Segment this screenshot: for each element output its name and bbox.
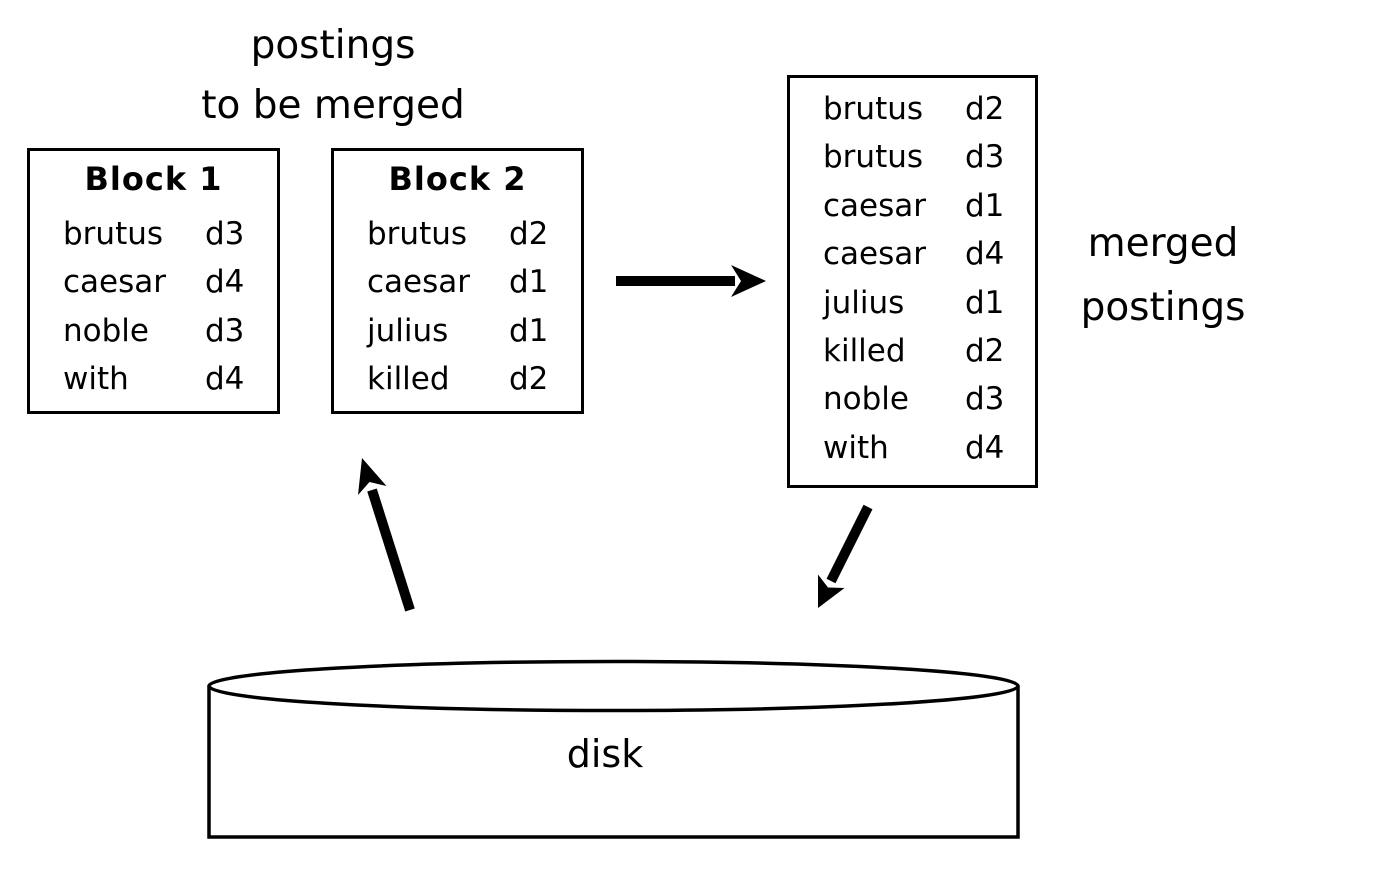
doc-id-label: d4 bbox=[965, 236, 1005, 273]
posting-row: killed d2 bbox=[334, 355, 581, 403]
doc-id-label: d3 bbox=[965, 139, 1005, 176]
posting-row: with d4 bbox=[790, 424, 1035, 472]
block-1-box: Block 1 brutus d3 caesar d4 noble d3 wit… bbox=[27, 148, 280, 414]
doc-id-label: d4 bbox=[205, 264, 245, 301]
term-label: julius bbox=[367, 312, 449, 349]
doc-id-label: d2 bbox=[965, 332, 1005, 369]
doc-id-label: d2 bbox=[509, 361, 549, 398]
merge-arrow-icon bbox=[616, 265, 766, 297]
term-label: caesar bbox=[367, 264, 471, 301]
doc-id-label: d4 bbox=[965, 429, 1005, 466]
posting-row: julius d1 bbox=[334, 307, 581, 355]
term-label: brutus bbox=[367, 216, 468, 252]
posting-row: caesar d4 bbox=[30, 258, 277, 306]
term-label: brutus bbox=[823, 91, 924, 127]
merged-label-line2: postings bbox=[1080, 285, 1246, 330]
posting-row: brutus d2 bbox=[334, 210, 581, 258]
block-2-rows: brutus d2 caesar d1 julius d1 killed d2 bbox=[334, 210, 581, 404]
term-label: killed bbox=[367, 361, 450, 398]
merged-postings-box: brutus d2 brutus d3 caesar d1 caesar d4 … bbox=[787, 75, 1038, 488]
merged-label-line1: merged bbox=[1087, 221, 1239, 266]
disk-cylinder-icon bbox=[207, 659, 1020, 839]
doc-id-label: d3 bbox=[205, 312, 245, 349]
term-label: with bbox=[63, 361, 129, 398]
posting-row: noble d3 bbox=[30, 307, 277, 355]
doc-id-label: d1 bbox=[509, 312, 549, 349]
doc-id-label: d1 bbox=[509, 264, 549, 301]
term-label: noble bbox=[63, 312, 149, 349]
term-label: caesar bbox=[823, 187, 927, 224]
posting-row: caesar d1 bbox=[334, 258, 581, 306]
merged-rows: brutus d2 brutus d3 caesar d1 caesar d4 … bbox=[790, 85, 1035, 472]
posting-row: julius d1 bbox=[790, 279, 1035, 327]
term-label: brutus bbox=[823, 139, 924, 176]
posting-row: with d4 bbox=[30, 355, 277, 403]
posting-row: noble d3 bbox=[790, 375, 1035, 423]
term-label: noble bbox=[823, 381, 909, 418]
doc-id-label: d1 bbox=[965, 284, 1005, 321]
doc-id-label: d3 bbox=[965, 381, 1005, 418]
posting-row: killed d2 bbox=[790, 327, 1035, 375]
posting-row: caesar d1 bbox=[790, 182, 1035, 230]
merged-postings-label: merged postings bbox=[1043, 212, 1283, 340]
block-2-title: Block 2 bbox=[388, 160, 527, 198]
diagram-title: postings to be merged bbox=[153, 16, 513, 136]
term-label: julius bbox=[823, 284, 905, 321]
block-1-rows: brutus d3 caesar d4 noble d3 with d4 bbox=[30, 210, 277, 404]
load-from-disk-arrow-icon bbox=[358, 458, 415, 612]
posting-row: brutus d3 bbox=[30, 210, 277, 258]
doc-id-label: d1 bbox=[965, 187, 1005, 224]
block-2-box: Block 2 brutus d2 caesar d1 julius d1 ki… bbox=[331, 148, 584, 414]
doc-id-label: d3 bbox=[205, 216, 245, 252]
term-label: caesar bbox=[63, 264, 167, 301]
term-label: killed bbox=[823, 332, 906, 369]
posting-row: brutus d3 bbox=[790, 133, 1035, 181]
posting-row: caesar d4 bbox=[790, 230, 1035, 278]
doc-id-label: d2 bbox=[965, 91, 1005, 127]
doc-id-label: d2 bbox=[509, 216, 549, 252]
term-label: with bbox=[823, 429, 889, 466]
term-label: caesar bbox=[823, 236, 927, 273]
term-label: brutus bbox=[63, 216, 164, 252]
diagram-title-line2: to be merged bbox=[201, 83, 465, 128]
block-1-title: Block 1 bbox=[84, 160, 223, 198]
doc-id-label: d4 bbox=[205, 361, 245, 398]
disk-label: disk bbox=[566, 732, 644, 776]
posting-row: brutus d2 bbox=[790, 85, 1035, 133]
diagram-title-line1: postings bbox=[250, 23, 416, 68]
write-to-disk-arrow-icon bbox=[818, 504, 873, 608]
